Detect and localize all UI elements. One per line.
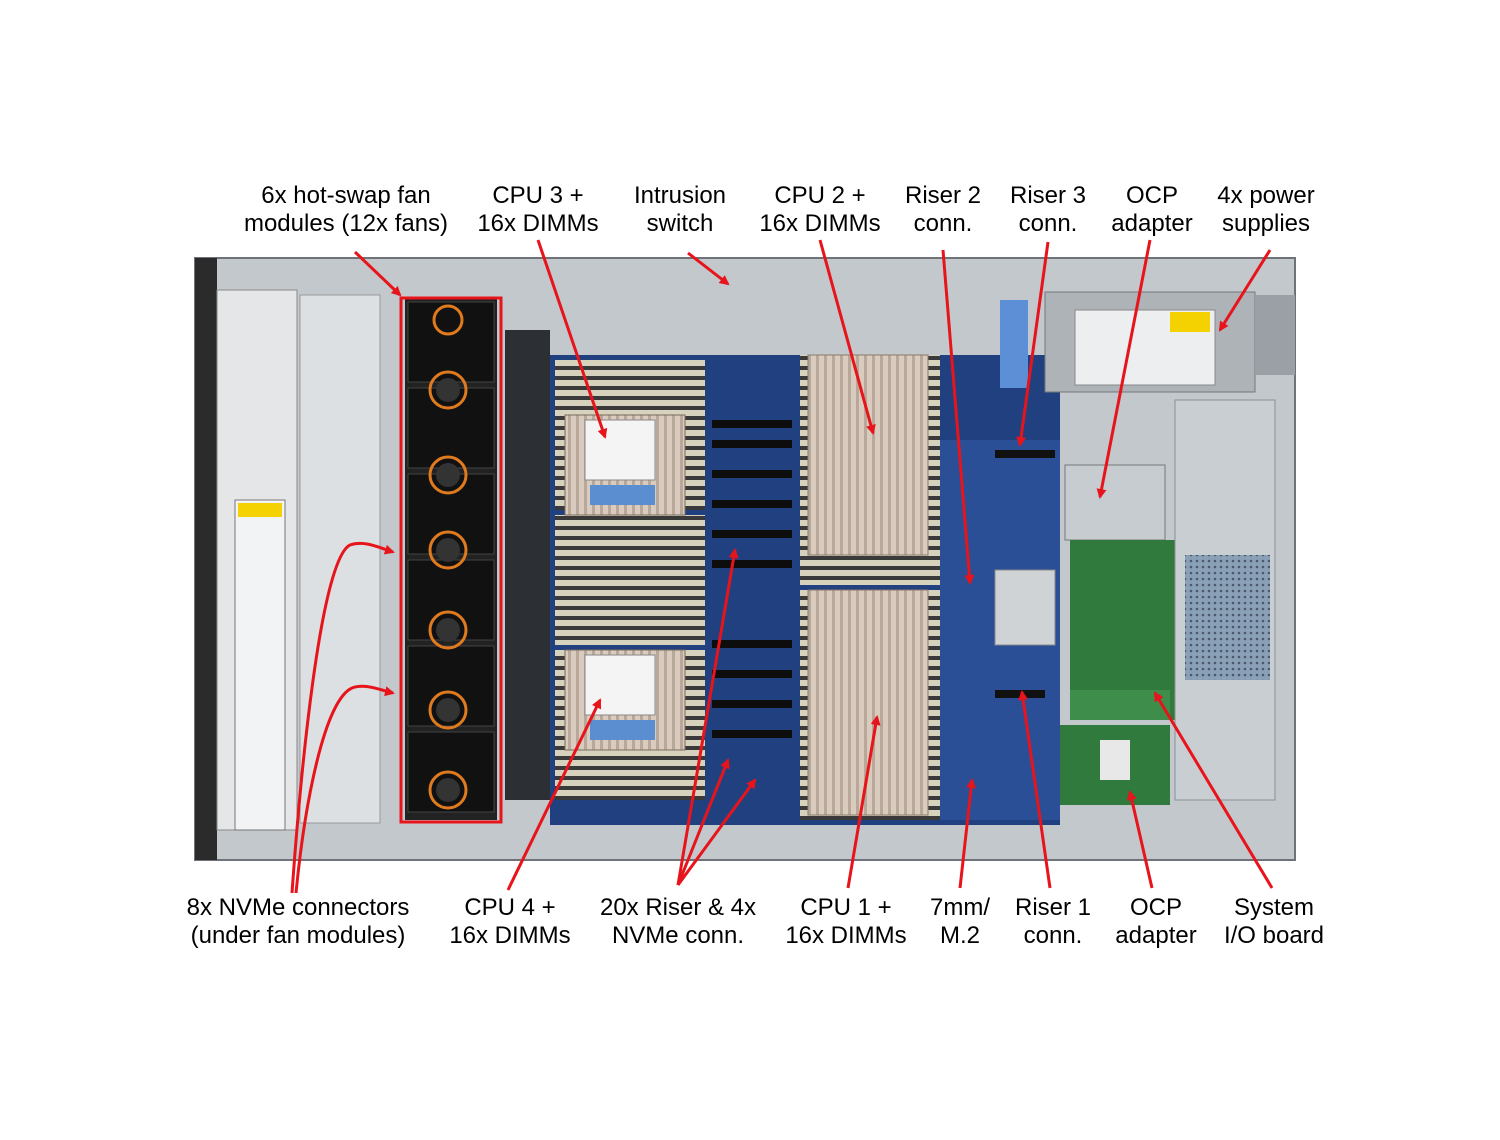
cpu2-heatsink (807, 354, 929, 556)
front-label (234, 499, 286, 831)
label-cpu4: CPU 4 +16x DIMMs (449, 894, 571, 949)
cpu1-heatsink (807, 589, 929, 816)
fan-highlight-box (399, 296, 503, 824)
label-nvme-connectors: 8x NVMe connectors(under fan modules) (186, 894, 410, 949)
psu-blue-latch (1000, 300, 1028, 388)
riser-slot-3 (995, 450, 1055, 458)
cpu3-heatsink (564, 414, 686, 516)
chipset-heatsink (994, 569, 1056, 646)
annotation-arrows (290, 239, 1274, 894)
rear-mesh (1185, 555, 1270, 680)
dimm-bank-mid-left (555, 515, 705, 645)
fan-wall (505, 330, 550, 800)
label-cpu2: CPU 2 +16x DIMMs (759, 182, 881, 237)
riser-slot-1 (995, 690, 1045, 698)
label-cpu3: CPU 3 +16x DIMMs (477, 182, 599, 237)
label-m2: 7mm/M.2 (930, 894, 990, 949)
ocp-adapter-top-bracket (1064, 464, 1166, 541)
front-bezel (195, 258, 217, 860)
psu-handle (1255, 295, 1295, 375)
system-io-board (1070, 690, 1170, 720)
riser-connectors (712, 420, 792, 738)
fan-modules (405, 298, 497, 820)
label-cpu1: CPU 1 +16x DIMMs (785, 894, 907, 949)
